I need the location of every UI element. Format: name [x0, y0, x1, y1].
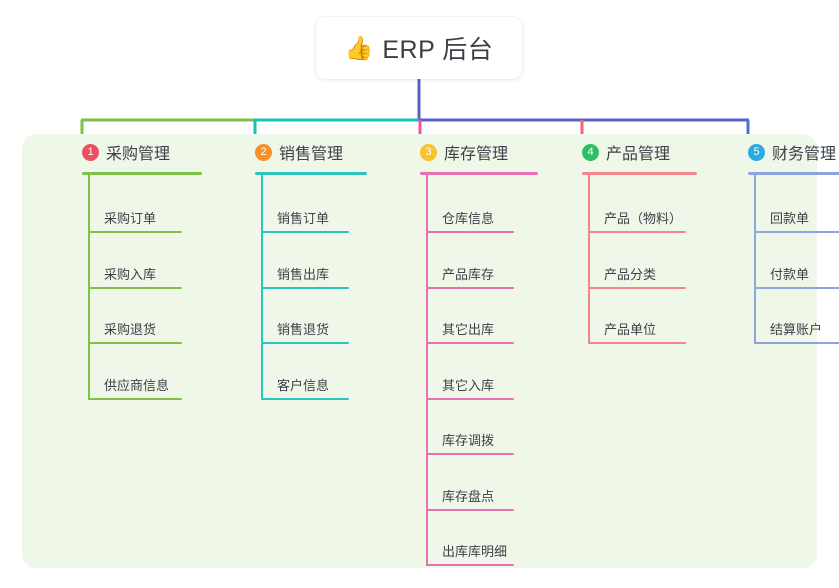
branch-leaf-rule	[261, 231, 349, 233]
branch-leaf-rule	[588, 231, 686, 233]
branch-leaf-label: 采购订单	[104, 211, 157, 226]
branch-leaf-1-4[interactable]: 供应商信息	[88, 370, 196, 400]
branch-leaf-rule	[261, 286, 349, 289]
branch-leaf-label: 产品（物料）	[604, 211, 683, 226]
branch-header-rule-5	[748, 172, 839, 175]
branch-leaf-1-1[interactable]: 采购订单	[88, 203, 196, 233]
branch-leaf-label: 销售退货	[277, 322, 330, 337]
branch-title-2: 销售管理	[279, 146, 344, 163]
root-node-label: ERP 后台	[382, 36, 494, 64]
branch-leaf-4-2[interactable]: 产品分类	[588, 259, 700, 289]
branch-leaf-rule	[426, 231, 514, 233]
branch-leaf-rule	[261, 397, 349, 400]
branch-title-4: 产品管理	[606, 146, 671, 163]
branch-number-badge-3: 3	[420, 143, 437, 161]
branch-spine-3	[426, 175, 428, 566]
branch-leaf-rule	[88, 397, 182, 400]
branch-leaf-label: 库存调拨	[442, 433, 495, 448]
branch-leaf-label: 库存盘点	[442, 488, 495, 504]
branch-leaf-rule	[426, 342, 514, 344]
branch-header-4[interactable]: 4 产品管理	[582, 140, 670, 164]
branch-header-5[interactable]: 5 财务管理	[748, 140, 836, 164]
branch-leaf-label: 产品分类	[604, 266, 657, 282]
branch-leaf-2-2[interactable]: 销售出库	[261, 259, 363, 289]
branch-leaf-label: 其它入库	[442, 377, 495, 393]
branch-leaf-rule	[88, 342, 182, 344]
branch-leaf-rule	[426, 453, 514, 455]
branch-leaf-2-3[interactable]: 销售退货	[261, 314, 363, 344]
branch-leaf-label: 销售出库	[277, 266, 330, 282]
branch-leaf-rule	[426, 286, 514, 289]
branch-leaf-label: 产品单位	[604, 322, 657, 337]
branch-leaf-label: 采购入库	[104, 266, 157, 282]
branch-leaf-label: 出库库明细	[442, 544, 508, 559]
branch-leaf-4-3[interactable]: 产品单位	[588, 314, 700, 344]
branch-leaf-5-3[interactable]: 结算账户	[754, 314, 839, 344]
branch-leaf-2-4[interactable]: 客户信息	[261, 370, 363, 400]
branch-title-5: 财务管理	[772, 146, 837, 163]
branch-leaf-3-4[interactable]: 其它入库	[426, 370, 528, 400]
branch-number-badge-2: 2	[255, 143, 272, 161]
branch-leaf-2-1[interactable]: 销售订单	[261, 203, 363, 233]
branch-number-badge-4: 4	[582, 143, 599, 161]
root-node[interactable]: 👍 ERP 后台	[316, 17, 522, 79]
branch-leaf-1-2[interactable]: 采购入库	[88, 259, 196, 289]
branch-leaf-3-5[interactable]: 库存调拨	[426, 425, 528, 455]
branch-leaf-rule	[426, 508, 514, 511]
branch-leaf-label: 回款单	[770, 211, 810, 226]
branch-header-rule-2	[255, 172, 367, 175]
branch-leaf-label: 付款单	[770, 266, 810, 282]
branch-leaf-rule	[754, 342, 839, 344]
branch-leaf-label: 其它出库	[442, 322, 495, 337]
branch-leaf-rule	[88, 286, 182, 289]
branch-leaf-3-2[interactable]: 产品库存	[426, 259, 528, 289]
branch-leaf-label: 供应商信息	[104, 377, 170, 393]
branch-header-rule-3	[420, 172, 538, 175]
branch-leaf-rule	[426, 397, 514, 400]
branch-leaf-rule	[754, 231, 839, 233]
branch-title-1: 采购管理	[106, 146, 171, 163]
branch-leaf-3-7[interactable]: 出库库明细	[426, 536, 528, 566]
branch-leaf-label: 结算账户	[770, 322, 823, 337]
branch-spine-4	[588, 175, 590, 344]
branch-header-rule-1	[82, 172, 202, 175]
branch-leaf-5-1[interactable]: 回款单	[754, 203, 839, 233]
thumbs-up-icon: 👍	[344, 34, 374, 61]
branch-leaf-label: 采购退货	[104, 322, 157, 337]
branch-leaf-3-6[interactable]: 库存盘点	[426, 481, 528, 511]
branches-panel: 1 采购管理采购订单采购入库采购退货供应商信息 2 销售管理销售订单销售出库销售退货客…	[22, 134, 839, 568]
branch-spine-5	[754, 175, 756, 344]
branch-leaf-rule	[588, 286, 686, 289]
branch-leaf-label: 产品库存	[442, 266, 495, 282]
branch-header-1[interactable]: 1 采购管理	[82, 140, 170, 164]
branch-leaf-5-2[interactable]: 付款单	[754, 259, 839, 289]
branch-leaf-1-3[interactable]: 采购退货	[88, 314, 196, 344]
branch-header-3[interactable]: 3 库存管理	[420, 140, 508, 164]
branch-leaf-4-1[interactable]: 产品（物料）	[588, 203, 700, 233]
branch-leaf-label: 仓库信息	[442, 211, 495, 226]
branch-leaf-rule	[261, 342, 349, 344]
branch-leaf-label: 客户信息	[277, 377, 330, 393]
branch-number-badge-5: 5	[748, 143, 765, 161]
branch-number-badge-1: 1	[82, 143, 99, 161]
branch-title-3: 库存管理	[444, 146, 509, 163]
branch-leaf-rule	[88, 231, 182, 233]
branch-header-rule-4	[582, 172, 697, 175]
branch-leaf-rule	[754, 286, 839, 289]
branch-leaf-3-1[interactable]: 仓库信息	[426, 203, 528, 233]
branch-leaf-3-3[interactable]: 其它出库	[426, 314, 528, 344]
branch-leaf-rule	[588, 342, 686, 344]
branch-leaf-rule	[426, 564, 514, 566]
branch-header-2[interactable]: 2 销售管理	[255, 140, 343, 164]
branch-leaf-label: 销售订单	[277, 211, 330, 226]
root-node-content: 👍 ERP 后台	[345, 30, 494, 66]
